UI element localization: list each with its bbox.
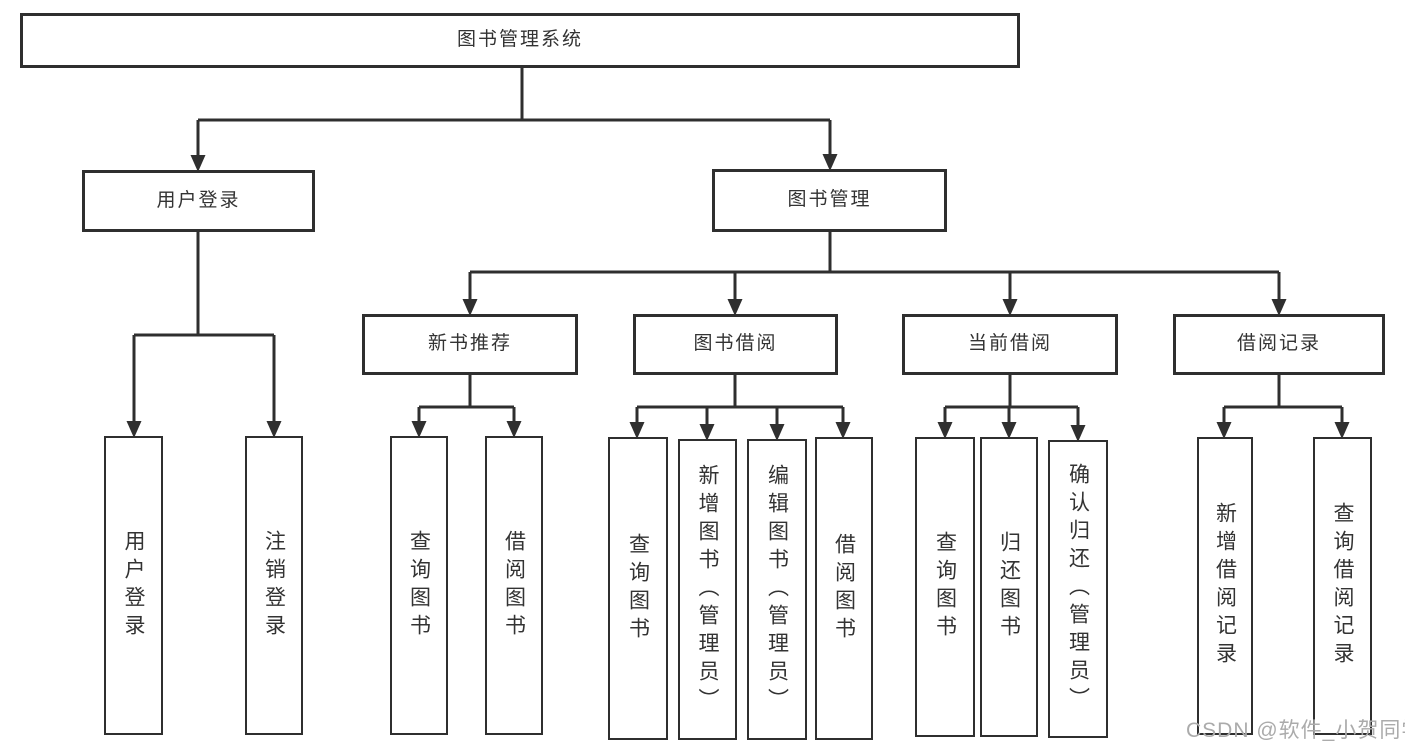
node-book-management: 图书管理 [712, 169, 947, 232]
node-label: 新增图书（管理员） [696, 463, 719, 716]
node-label: 图书管理系统 [456, 29, 583, 51]
node-label: 借阅图书 [502, 529, 526, 642]
node-label: 用户登录 [122, 529, 145, 642]
leaf-borrowing-edit-books-admin: 编辑图书（管理员） [747, 439, 807, 740]
node-label: 查询借阅记录 [1331, 502, 1354, 670]
leaf-logout: 注销登录 [245, 436, 303, 735]
leaf-records-add-record: 新增借阅记录 [1197, 437, 1253, 735]
node-new-book-recommend: 新书推荐 [362, 314, 578, 375]
leaf-current-confirm-return-admin: 确认归还（管理员） [1048, 440, 1108, 738]
arrowheads [126, 154, 1350, 442]
leaf-newrec-query-books: 查询图书 [390, 436, 448, 735]
node-label: 借阅图书 [832, 532, 856, 645]
leaf-records-query-record: 查询借阅记录 [1313, 437, 1372, 735]
node-label: 用户登录 [156, 189, 241, 211]
leaf-user-login: 用户登录 [104, 436, 163, 735]
node-book-borrowing: 图书借阅 [633, 314, 838, 375]
leaf-borrowing-add-books-admin: 新增图书（管理员） [678, 439, 737, 740]
node-label: 编辑图书（管理员） [765, 463, 789, 716]
node-label: 当前借阅 [967, 333, 1052, 355]
node-label: 归还图书 [997, 531, 1021, 643]
node-borrowing-records: 借阅记录 [1173, 314, 1385, 375]
node-label: 新增借阅记录 [1213, 502, 1237, 670]
node-label: 新书推荐 [427, 333, 512, 355]
node-label: 借阅记录 [1236, 333, 1321, 355]
csdn-watermark: CSDN @软件_小贺同学 [1186, 719, 1405, 742]
node-label: 确认归还（管理员） [1066, 463, 1090, 715]
node-label: 查询图书 [626, 532, 650, 645]
node-current-borrowing: 当前借阅 [902, 314, 1118, 375]
node-label: 查询图书 [933, 531, 957, 643]
leaf-current-return-books: 归还图书 [980, 437, 1038, 737]
leaf-current-query-books: 查询图书 [915, 437, 975, 737]
node-label: 查询图书 [407, 529, 431, 642]
leaf-borrowing-query-books: 查询图书 [608, 437, 668, 740]
node-label: 注销登录 [262, 529, 286, 642]
node-label: 图书管理 [787, 189, 872, 211]
leaf-borrowing-borrow-books: 借阅图书 [815, 437, 873, 740]
leaf-newrec-borrow-books: 借阅图书 [485, 436, 543, 735]
node-user-login-branch: 用户登录 [82, 170, 315, 232]
node-label: 图书借阅 [693, 333, 778, 355]
node-library-system: 图书管理系统 [20, 13, 1020, 68]
